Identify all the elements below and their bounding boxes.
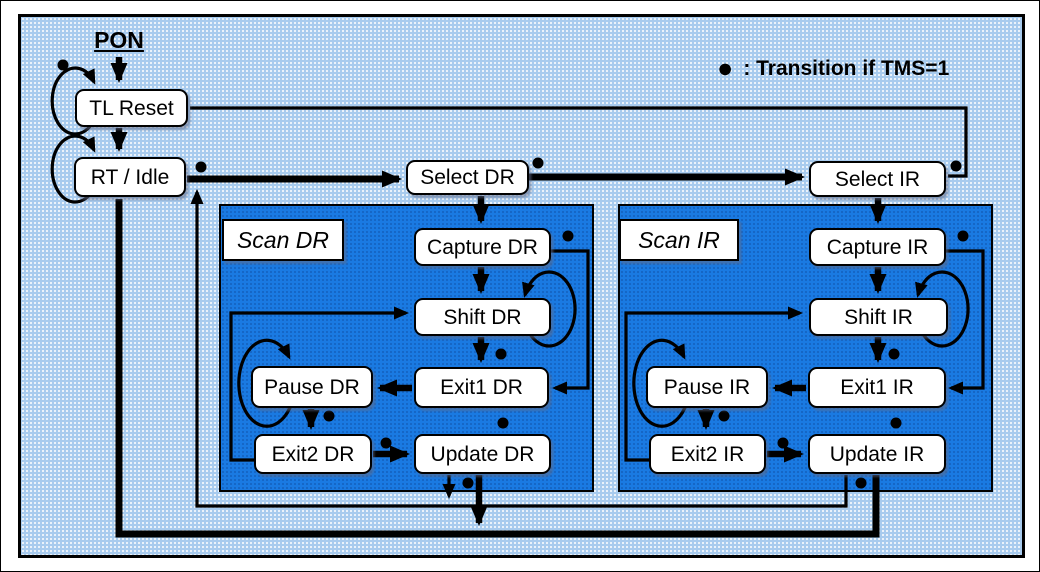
- tms1-dot-shiftdr: [495, 348, 507, 360]
- self-loop-shiftir: [915, 270, 970, 348]
- self-loop-rtidle: [50, 134, 96, 204]
- tms1-dot-rtidle-selectdr: [195, 161, 207, 173]
- state-exit2-dr: Exit2 DR: [254, 434, 372, 474]
- pon-label: PON: [94, 27, 144, 53]
- tms1-dot-exit2ir: [777, 437, 789, 449]
- tms1-dot-exit2dr: [380, 437, 392, 449]
- state-exit1-ir: Exit1 IR: [808, 367, 946, 408]
- state-shift-dr: Shift DR: [414, 298, 551, 336]
- state-pause-ir: Pause IR: [646, 366, 768, 408]
- state-capture-ir: Capture IR: [809, 228, 946, 266]
- wire-update-to-rtidle-bus: [115, 199, 880, 538]
- tms1-dot-selectir-tlreset: [950, 160, 962, 172]
- arrow-exit2dr-to-shiftdr: [229, 306, 409, 462]
- state-shift-ir: Shift IR: [809, 298, 948, 336]
- arrow-captureir-to-exit1ir: [946, 249, 985, 395]
- self-loop-shiftdr: [522, 270, 577, 348]
- scan-ir-title: Scan IR: [619, 219, 739, 261]
- self-loop-pausedr: [237, 338, 293, 428]
- wire-selectir-to-tlreset: [190, 106, 968, 178]
- legend: ● : Transition if TMS=1: [717, 55, 949, 82]
- state-update-dr: Update DR: [414, 434, 551, 474]
- legend-tms1-dot-icon: ●: [717, 53, 734, 83]
- state-pause-dr: Pause DR: [251, 366, 373, 408]
- arrow-capturedr-to-exit1dr: [551, 249, 590, 395]
- self-loop-pauseir: [632, 338, 688, 428]
- state-exit2-ir: Exit2 IR: [649, 434, 766, 474]
- state-tl-reset: TL Reset: [75, 89, 188, 127]
- scan-dr-title: Scan DR: [222, 219, 344, 261]
- state-update-ir: Update IR: [808, 434, 946, 474]
- tms1-dot-exit1ir: [890, 417, 902, 429]
- tms1-dot-pausedr: [323, 410, 335, 422]
- tms1-dots: [57, 59, 969, 489]
- wire-update-to-selectdr-bus: [190, 189, 848, 508]
- state-exit1-dr: Exit1 DR: [414, 367, 549, 408]
- tms1-dot-updateir: [855, 477, 867, 489]
- tms1-dot-updatedr: [462, 477, 474, 489]
- arrow-exit2ir-to-shiftir: [624, 306, 803, 462]
- tms1-dot-shiftir: [888, 348, 900, 360]
- state-select-ir: Select IR: [809, 161, 946, 197]
- tms1-dot-selectdr-selectir: [532, 157, 544, 169]
- state-rt-idle: RT / Idle: [74, 157, 186, 197]
- tms1-dot-tlreset-loop: [57, 59, 69, 71]
- tms1-dot-exit1dr: [497, 417, 509, 429]
- tms1-dot-pauseir: [718, 410, 730, 422]
- state-capture-dr: Capture DR: [414, 228, 551, 266]
- legend-text: : Transition if TMS=1: [743, 56, 950, 80]
- tms1-dot-capturedr: [562, 230, 574, 242]
- tms1-dot-captureir: [957, 230, 969, 242]
- self-loop-tlreset: [50, 66, 96, 136]
- state-select-dr: Select DR: [406, 160, 529, 195]
